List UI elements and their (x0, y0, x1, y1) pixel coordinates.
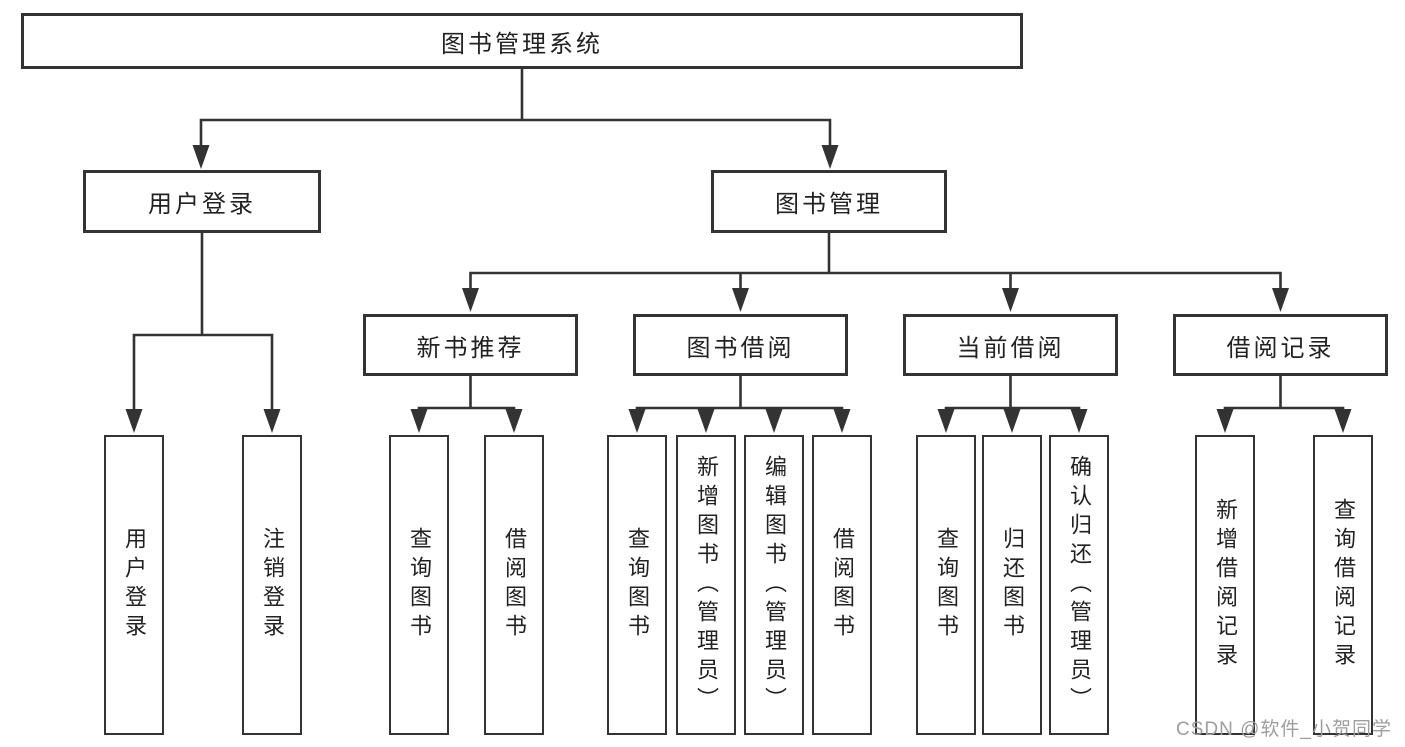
node-new-book-recommendation: 新书推荐 (363, 314, 578, 376)
node-user-login-leaf: 用户登录 (104, 435, 164, 735)
node-confirm-return-admin: 确认归还（管理员） (1049, 435, 1109, 735)
node-borrowing-records: 借阅记录 (1173, 314, 1388, 376)
node-book-management: 图书管理 (711, 170, 947, 233)
node-return-books: 归还图书 (982, 435, 1042, 735)
connector-borrow-record-children (1216, 374, 1352, 433)
connector-root-to-level2 (192, 67, 839, 169)
connector-book-borrow-children (628, 374, 851, 433)
node-borrow-books-recommend: 借阅图书 (484, 435, 544, 735)
connector-user-login-children (125, 231, 281, 433)
connector-book-management-children (462, 231, 1289, 312)
node-user-login: 用户登录 (83, 170, 321, 233)
node-book-borrowing: 图书借阅 (633, 314, 848, 376)
node-current-borrowing: 当前借阅 (903, 314, 1118, 376)
node-logout-leaf: 注销登录 (242, 435, 302, 735)
node-library-management-system: 图书管理系统 (21, 13, 1023, 69)
node-add-borrow-record: 新增借阅记录 (1195, 435, 1255, 735)
node-borrow-books-leaf: 借阅图书 (812, 435, 872, 735)
node-edit-books-admin: 编辑图书（管理员） (744, 435, 804, 735)
node-query-books-borrow: 查询图书 (607, 435, 667, 735)
node-query-books-recommend: 查询图书 (389, 435, 449, 735)
node-query-books-current: 查询图书 (916, 435, 976, 735)
csdn-watermark: CSDN @软件_小贺同学 (1176, 719, 1392, 740)
node-query-borrow-record: 查询借阅记录 (1313, 435, 1373, 735)
node-add-books-admin: 新增图书（管理员） (676, 435, 736, 735)
connector-new-book-children (410, 374, 523, 433)
connector-current-borrow-children (937, 374, 1088, 433)
